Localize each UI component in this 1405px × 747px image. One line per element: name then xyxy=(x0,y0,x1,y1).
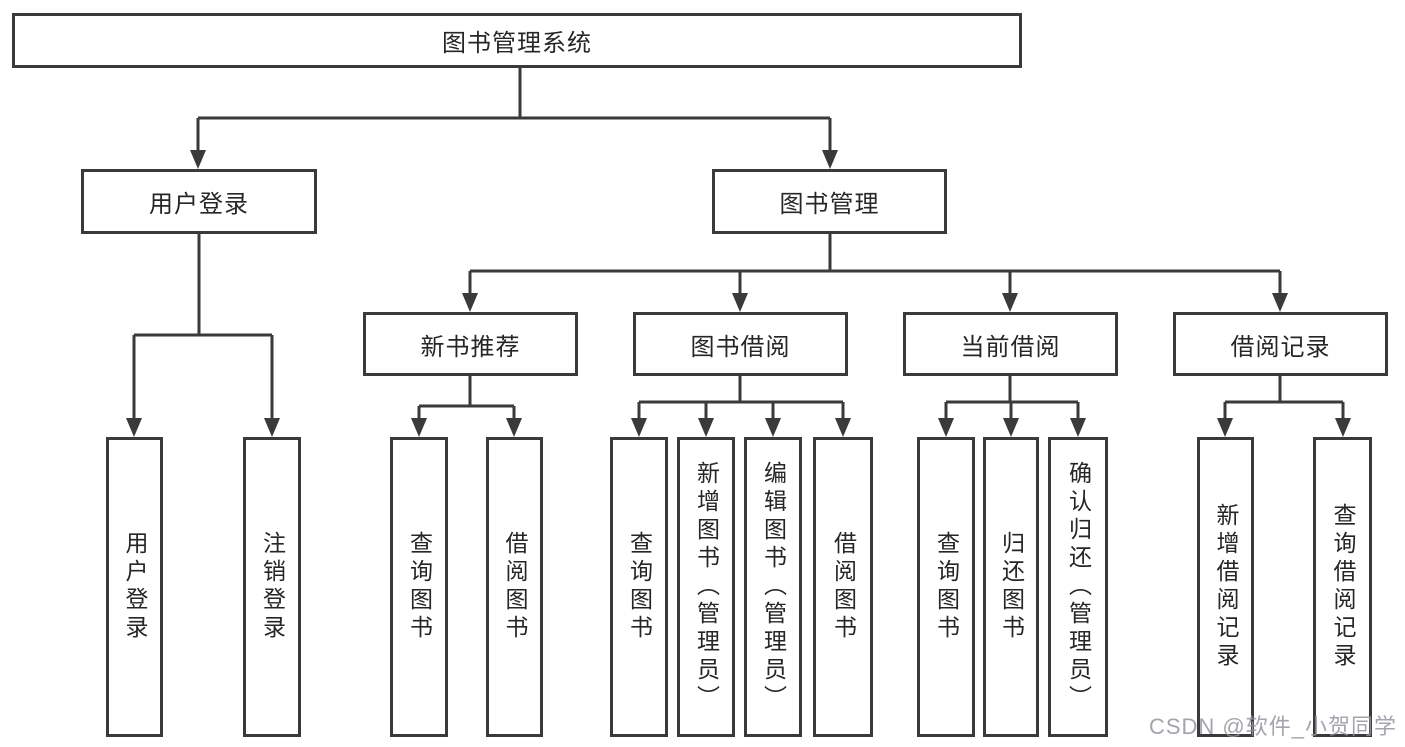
node-leaf-borrow-books-1: 借阅图书 xyxy=(486,437,543,737)
node-label: 查询借阅记录 xyxy=(1330,503,1356,671)
node-label: 借阅图书 xyxy=(502,531,528,643)
node-label: 新增图书（管理员） xyxy=(693,461,720,713)
node-label: 新书推荐 xyxy=(420,333,521,361)
node-leaf-user-login: 用户登录 xyxy=(106,437,163,737)
node-label: 图书管理系统 xyxy=(442,30,592,57)
node-label: 新增借阅记录 xyxy=(1213,503,1239,671)
node-leaf-query-books-3: 查询图书 xyxy=(917,437,975,737)
connector-book-management xyxy=(468,234,1282,293)
node-book-management: 图书管理 xyxy=(712,169,947,234)
node-leaf-confirm-return-admin: 确认归还（管理员） xyxy=(1048,437,1108,737)
node-label: 查询图书 xyxy=(933,531,960,643)
node-leaf-borrow-books-2: 借阅图书 xyxy=(813,437,873,737)
node-leaf-query-books-1: 查询图书 xyxy=(390,437,448,737)
node-leaf-add-books-admin: 新增图书（管理员） xyxy=(677,437,735,737)
node-label: 用户登录 xyxy=(149,191,249,218)
node-label: 编辑图书（管理员） xyxy=(760,461,787,713)
node-label: 借阅图书 xyxy=(830,531,857,643)
node-new-book-recommend: 新书推荐 xyxy=(363,312,578,376)
node-label: 归还图书 xyxy=(998,531,1025,643)
node-label: 用户登录 xyxy=(122,531,148,643)
node-label: 图书借阅 xyxy=(690,333,791,361)
connector-new-book-recommend xyxy=(417,376,516,418)
node-label: 查询图书 xyxy=(626,531,653,643)
node-leaf-edit-books-admin: 编辑图书（管理员） xyxy=(744,437,802,737)
node-label: 当前借阅 xyxy=(960,333,1061,361)
node-borrow-record: 借阅记录 xyxy=(1173,312,1388,376)
connector-book-borrow xyxy=(637,376,845,418)
connector-current-borrow xyxy=(944,376,1080,418)
connector-root xyxy=(196,68,832,150)
node-label: 注销登录 xyxy=(259,531,286,643)
node-current-borrow: 当前借阅 xyxy=(903,312,1118,376)
node-leaf-return-books: 归还图书 xyxy=(983,437,1039,737)
watermark: CSDN @软件_小贺同学 xyxy=(1148,714,1397,739)
node-book-borrow: 图书借阅 xyxy=(633,312,848,376)
node-label: 图书管理 xyxy=(779,191,880,218)
node-user-login: 用户登录 xyxy=(81,169,317,234)
node-library-system: 图书管理系统 xyxy=(12,13,1022,68)
node-leaf-logout: 注销登录 xyxy=(243,437,301,737)
connector-borrow-record xyxy=(1223,376,1345,418)
node-leaf-add-borrow-record: 新增借阅记录 xyxy=(1197,437,1254,737)
node-label: 借阅记录 xyxy=(1230,333,1331,361)
node-leaf-query-borrow-record: 查询借阅记录 xyxy=(1313,437,1372,737)
node-leaf-query-books-2: 查询图书 xyxy=(610,437,668,737)
connector-user-login xyxy=(132,234,274,418)
node-label: 查询图书 xyxy=(406,531,433,643)
arrowheads xyxy=(126,150,1351,437)
node-label: 确认归还（管理员） xyxy=(1065,461,1092,713)
